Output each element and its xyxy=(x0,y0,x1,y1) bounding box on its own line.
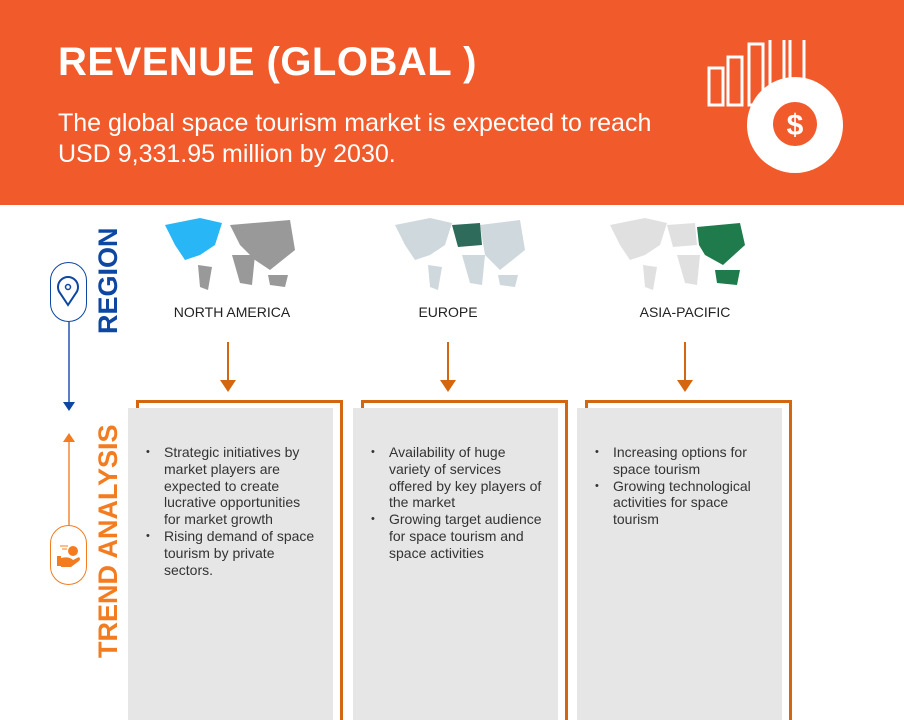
hand-coin-icon xyxy=(57,545,80,567)
trend-card-europe: Availability of huge variety of services… xyxy=(353,408,558,720)
trend-card-asia-pacific: Increasing options for space tourism Gro… xyxy=(577,408,782,720)
up-arrow-icon xyxy=(63,433,75,442)
region-name-europe: EUROPE xyxy=(418,304,478,320)
world-map-asia-pacific-icon xyxy=(610,218,745,290)
trend-bullet: Strategic initiatives by market players … xyxy=(146,444,319,528)
trend-connector-line xyxy=(68,442,70,526)
trend-bullet: Rising demand of space tourism by privat… xyxy=(146,528,319,578)
trend-bullet: Growing target audience for space touris… xyxy=(371,511,544,561)
arrow-down-icon xyxy=(677,342,693,392)
world-map-europe-icon xyxy=(395,218,525,290)
region-heading: REGION xyxy=(93,227,123,334)
revenue-growth-icon: $ xyxy=(707,40,843,173)
down-arrow-icon xyxy=(63,402,75,411)
region-name-asia-pacific: ASIA-PACIFIC xyxy=(639,304,731,320)
header-banner: REVENUE (GLOBAL ) The global space touri… xyxy=(0,0,904,205)
trend-card-north-america: Strategic initiatives by market players … xyxy=(128,408,333,720)
region-name-north-america: NORTH AMERICA xyxy=(173,304,291,320)
trend-bullet: Availability of huge variety of services… xyxy=(371,444,544,511)
svg-text:$: $ xyxy=(787,109,804,142)
region-connector-line xyxy=(68,322,70,402)
trend-bullet: Growing technological activities for spa… xyxy=(595,478,768,528)
location-pin-icon xyxy=(57,276,79,307)
page-title: REVENUE (GLOBAL ) xyxy=(58,40,477,84)
page-subtitle: The global space tourism market is expec… xyxy=(58,109,652,168)
world-map-north-america-icon xyxy=(165,218,295,290)
location-pin-badge xyxy=(50,262,87,322)
arrow-down-icon xyxy=(440,342,456,392)
trend-badge xyxy=(50,525,87,585)
arrow-down-icon xyxy=(220,342,236,392)
trend-analysis-heading: TREND ANALYSIS xyxy=(93,424,123,658)
trend-bullet: Increasing options for space tourism xyxy=(595,444,768,478)
